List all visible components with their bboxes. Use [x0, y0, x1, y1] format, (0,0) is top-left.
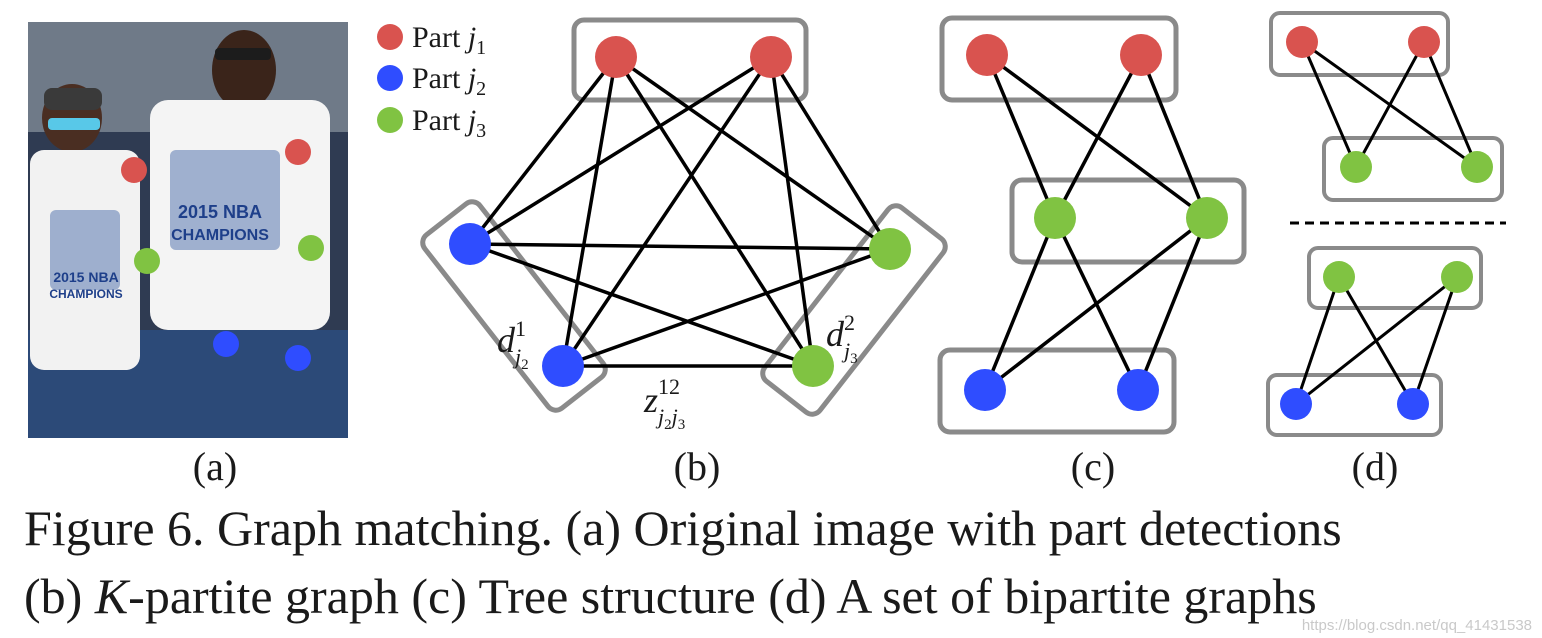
b-node-blue-1	[449, 223, 491, 265]
panel-a-photo: 2015 NBA CHAMPIONS 2015 NBA CHAMPIONS	[28, 22, 348, 438]
watermark: https://blog.csdn.net/qq_41431538	[1301, 617, 1532, 634]
legend-green-dot	[377, 107, 403, 133]
c-node-red-1	[966, 34, 1008, 76]
b-node-red-1	[595, 36, 637, 78]
legend-item-3: Part j3	[412, 104, 486, 142]
panel-label-b: (b)	[674, 444, 721, 489]
detection-green-1	[134, 248, 160, 274]
d-top-node-green-2	[1461, 151, 1493, 183]
d-bottom-node-blue-1	[1280, 388, 1312, 420]
panel-label-c: (c)	[1071, 444, 1115, 489]
d-bottom-node-green-2	[1441, 261, 1473, 293]
detection-green-2	[298, 235, 324, 261]
detection-red-2	[285, 139, 311, 165]
legend-blue-dot	[377, 65, 403, 91]
jersey-text-3: 2015 NBA	[53, 269, 118, 285]
b-node-green-1	[869, 228, 911, 270]
legend-red-dot	[377, 24, 403, 50]
detection-blue-2	[285, 345, 311, 371]
detection-blue-1	[213, 331, 239, 357]
legend-item-1: Part j1	[412, 21, 486, 59]
jersey-text-1: 2015 NBA	[178, 202, 262, 222]
c-node-green-1	[1034, 197, 1076, 239]
legend: Part j1 Part j2 Part j3	[377, 21, 486, 142]
d-top-node-red-2	[1408, 26, 1440, 58]
jersey-text-2: CHAMPIONS	[171, 227, 269, 244]
d-top-node-green-1	[1340, 151, 1372, 183]
panel-label-a: (a)	[193, 444, 237, 489]
d-bottom-node-blue-2	[1397, 388, 1429, 420]
b-node-green-2	[792, 345, 834, 387]
panel-d-bipartite-graphs	[1266, 11, 1506, 437]
b-node-blue-2	[542, 345, 584, 387]
d-top-node-red-1	[1286, 26, 1318, 58]
panel-c-tree-structure	[937, 15, 1247, 435]
c-node-red-2	[1120, 34, 1162, 76]
b-node-red-2	[750, 36, 792, 78]
detection-red-1	[121, 157, 147, 183]
legend-item-2: Part j2	[412, 62, 486, 100]
caption-part-b: (b)	[24, 568, 95, 624]
d-bottom-node-green-1	[1323, 261, 1355, 293]
panel-label-d: (d)	[1352, 444, 1399, 489]
caption-K: K	[94, 568, 129, 624]
c-node-blue-1	[964, 369, 1006, 411]
c-node-green-2	[1186, 197, 1228, 239]
jersey-text-4: CHAMPIONS	[49, 287, 122, 301]
caption-rest: -partite graph (c) Tree structure (d) A …	[128, 568, 1317, 624]
c-node-blue-2	[1117, 369, 1159, 411]
caption-line-2: (b) K-partite graph (c) Tree structure (…	[24, 568, 1317, 624]
figure-graph-matching: 2015 NBA CHAMPIONS 2015 NBA CHAMPIONS Pa…	[28, 11, 1506, 489]
caption-line-1: Figure 6. Graph matching. (a) Original i…	[24, 500, 1342, 556]
